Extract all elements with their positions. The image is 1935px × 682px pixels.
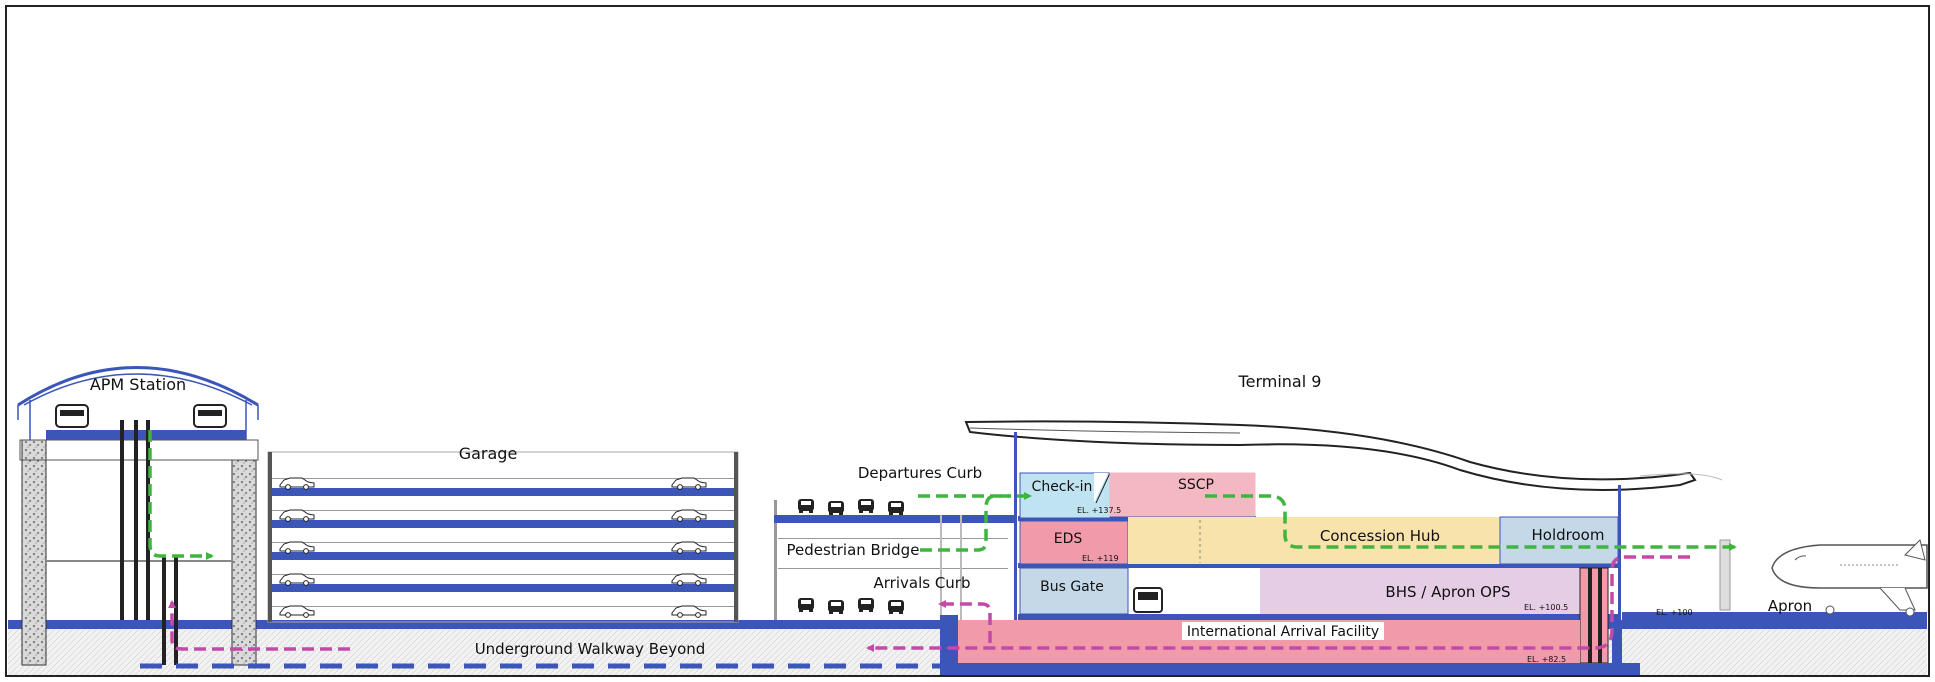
bus-icon <box>1133 587 1163 613</box>
label-terminal: Terminal 9 <box>1238 372 1322 391</box>
arrivals-flow-apron <box>866 555 1690 652</box>
label-garage: Garage <box>459 444 518 463</box>
label-eds: EDS <box>1054 531 1083 547</box>
label-concession: Concession Hub <box>1320 527 1440 545</box>
arrivals-flow-arrows <box>168 555 1690 652</box>
intl-label-box <box>1182 622 1384 640</box>
label-underground-walkway: Underground Walkway Beyond <box>475 640 706 658</box>
garage <box>267 451 739 623</box>
apm-station <box>17 366 259 666</box>
departures-flow-apm <box>148 430 214 560</box>
holdroom-space <box>1499 516 1619 565</box>
terminal-slab-concourse <box>1018 563 1618 568</box>
departures-flow-arrows <box>148 430 1737 560</box>
concession-space <box>1128 517 1500 564</box>
label-checkin: Check-in <box>1032 479 1093 495</box>
label-apron: Apron <box>1768 597 1812 615</box>
elevation-apron: EL. +100 <box>1656 608 1693 617</box>
text-labels: APM Station Garage Terminal 9 Departures… <box>90 372 1812 664</box>
apm-column-right <box>231 459 257 666</box>
terminal-9 <box>940 420 1697 675</box>
apm-canopy <box>17 366 259 407</box>
terminal-slab-apron <box>1018 614 1618 620</box>
bus-gate-space <box>1019 567 1129 615</box>
label-intl-arrival: International Arrival Facility <box>1187 624 1379 640</box>
label-pedestrian-bridge: Pedestrian Bridge <box>787 541 920 559</box>
apm-train-left <box>55 404 89 428</box>
departures-curb-deck <box>774 515 1016 523</box>
arrivals-flow-walkway <box>168 600 350 651</box>
garage-deck-2 <box>272 520 734 528</box>
apm-column-left <box>21 439 47 666</box>
garage-deck-1 <box>272 488 734 496</box>
label-bhs: BHS / Apron OPS <box>1385 583 1510 601</box>
diagram-border <box>5 5 1930 677</box>
terminal-roof <box>964 420 1697 491</box>
label-bus-gate: Bus Gate <box>1040 579 1104 595</box>
apm-train-right <box>193 404 227 428</box>
apron <box>1622 473 1928 620</box>
label-departures-curb: Departures Curb <box>858 464 982 482</box>
bhs-space <box>1260 568 1580 614</box>
departures-flow-terminal <box>1205 494 1737 551</box>
label-arrivals-curb: Arrivals Curb <box>874 574 971 592</box>
elevation-checkin: EL. +137.5 <box>1077 506 1121 515</box>
curbs <box>774 499 1016 620</box>
elevation-bhs: EL. +100.5 <box>1524 603 1568 612</box>
elevation-intl-arrival: EL. +82.5 <box>1527 655 1566 664</box>
garage-deck-4 <box>272 584 734 592</box>
label-holdroom: Holdroom <box>1532 526 1605 544</box>
elevation-eds: EL. +119 <box>1082 554 1119 563</box>
label-apm-station: APM Station <box>90 375 186 394</box>
garage-deck-3 <box>272 552 734 560</box>
aircraft <box>1771 539 1928 617</box>
arrivals-flow-curb <box>938 600 992 643</box>
label-sscp: SSCP <box>1178 477 1214 493</box>
